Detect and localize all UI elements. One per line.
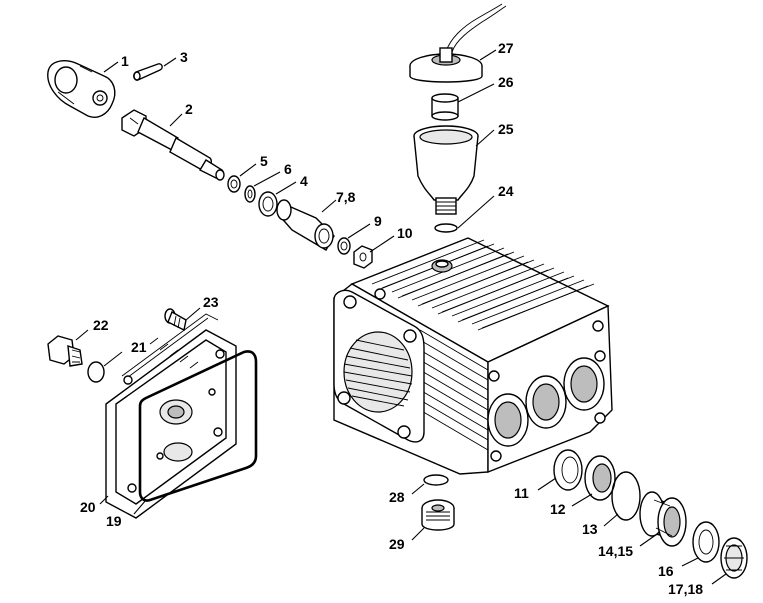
leader-4 [275, 181, 297, 195]
label-2: 2 [185, 101, 193, 117]
part-labels: 1 3 2 5 6 4 7,8 9 10 27 26 25 24 11 12 1… [80, 40, 703, 597]
label-24: 24 [498, 183, 514, 199]
label-14-15: 14,15 [598, 543, 633, 559]
leader-1 [103, 61, 119, 73]
label-7-8: 7,8 [336, 189, 356, 205]
leader-6 [253, 171, 281, 187]
pump-housing [333, 237, 613, 475]
leader-26 [457, 83, 495, 103]
leader-5 [239, 163, 257, 177]
leader-9 [347, 223, 371, 239]
label-10: 10 [397, 225, 413, 241]
label-13: 13 [582, 521, 598, 537]
label-5: 5 [260, 153, 268, 169]
leader-10 [369, 235, 395, 253]
label-20: 20 [80, 499, 96, 515]
leader-22 [75, 329, 89, 341]
part-6-washer [244, 185, 256, 203]
part-2-shaft [121, 109, 225, 181]
part-26-insert [431, 93, 459, 121]
part-3-pin [133, 63, 163, 81]
leader-21 [103, 351, 123, 367]
label-9: 9 [374, 213, 382, 229]
part-14-15-sleeve [639, 491, 687, 547]
part-17-18-cap [720, 537, 748, 579]
label-17-18: 17,18 [668, 581, 703, 597]
leader-16 [681, 557, 699, 567]
part-23-screw [164, 308, 187, 332]
part-27-cap [409, 3, 507, 83]
part-28-oring [423, 474, 449, 486]
label-12: 12 [550, 501, 566, 517]
part-29-plug [421, 499, 455, 531]
label-23: 23 [203, 294, 219, 310]
part-16-ring [692, 521, 720, 563]
part-11-bushing [553, 449, 583, 491]
part-4-ring [258, 191, 278, 217]
leader-2 [169, 113, 183, 127]
part-19-gasket [138, 350, 258, 502]
leader-19 [133, 499, 147, 515]
part-7-8-sleeve [276, 199, 335, 251]
label-25: 25 [498, 121, 514, 137]
part-10-nut [353, 245, 373, 269]
label-29: 29 [389, 536, 405, 552]
label-27: 27 [498, 40, 514, 56]
label-26: 26 [498, 74, 514, 90]
leader-28 [411, 483, 425, 495]
leader-29 [411, 527, 425, 541]
leader-20 [99, 495, 109, 505]
label-1: 1 [121, 53, 129, 69]
label-3: 3 [180, 49, 188, 65]
leader-13 [603, 513, 619, 527]
part-25-cup [413, 125, 479, 215]
leader-12 [571, 493, 593, 507]
leader-17-18 [711, 573, 727, 585]
part-22-plug [47, 335, 83, 367]
label-11: 11 [514, 485, 529, 501]
part-21-oring [87, 361, 105, 383]
label-28: 28 [389, 489, 405, 505]
leader-25 [475, 129, 495, 147]
part-1-bracket [47, 60, 116, 118]
label-6: 6 [284, 161, 292, 177]
part-12-seal [584, 455, 616, 501]
part-20-cover [105, 313, 237, 519]
part-9-washer [337, 237, 351, 255]
label-4: 4 [300, 173, 308, 189]
part-13-oring [611, 471, 641, 521]
label-22: 22 [93, 317, 109, 333]
label-19: 19 [106, 513, 122, 529]
part-24-oring [434, 223, 458, 233]
leader-14-15 [639, 531, 661, 547]
leader-24 [457, 195, 495, 229]
label-21: 21 [131, 339, 147, 355]
leader-23 [185, 307, 201, 321]
leader-7-8 [321, 199, 337, 213]
part-5-seal [227, 175, 241, 193]
leader-27 [479, 49, 497, 61]
leader-11 [537, 477, 557, 491]
label-16: 16 [658, 563, 674, 579]
leader-3 [163, 57, 177, 67]
